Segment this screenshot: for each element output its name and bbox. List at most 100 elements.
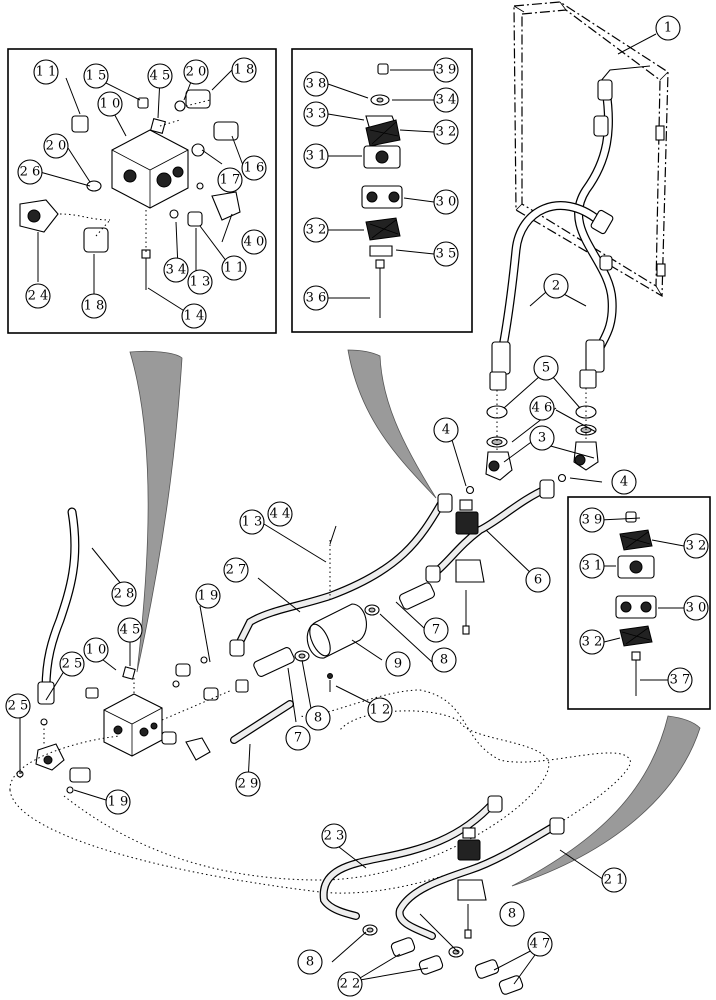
svg-text:3 2: 3 2 [686, 539, 707, 554]
callout-8-c: 8 [499, 901, 525, 927]
svg-text:8: 8 [314, 711, 322, 726]
callout-14: 1 4 [181, 303, 207, 329]
callout-43: 1 3 [239, 509, 265, 535]
svg-text:1 3: 1 3 [190, 275, 211, 290]
callout-37: 3 7 [667, 667, 693, 693]
callout-6: 6 [525, 567, 551, 593]
callout-26: 2 6 [17, 159, 43, 185]
main-tubes [229, 479, 555, 657]
svg-text:2 3: 2 3 [324, 829, 345, 844]
svg-text:3 7: 3 7 [670, 673, 691, 688]
detail-connector-right [511, 715, 701, 887]
callout-32-a: 3 2 [433, 119, 459, 145]
callout-13-detail: 1 3 [187, 269, 213, 295]
callout-5: 5 [533, 355, 559, 381]
callout-33: 3 3 [303, 101, 329, 127]
callout-30-b: 3 0 [683, 595, 709, 621]
callout-4-left: 4 [433, 417, 459, 443]
callout-12: 1 2 [367, 697, 393, 723]
svg-text:4: 4 [442, 423, 450, 438]
svg-text:1 9: 1 9 [198, 589, 219, 604]
callout-16: 1 6 [241, 155, 267, 181]
clamp-detail-box-right [567, 496, 711, 710]
callout-21: 2 1 [601, 867, 627, 893]
svg-text:8: 8 [508, 907, 516, 922]
callout-20-b: 2 0 [43, 133, 69, 159]
callout-31-a: 3 1 [303, 143, 329, 169]
svg-text:8: 8 [306, 955, 314, 970]
hose-28 [37, 507, 80, 705]
callout-29: 2 9 [235, 771, 261, 797]
svg-text:2 5: 2 5 [8, 699, 29, 714]
svg-text:1 0: 1 0 [100, 97, 121, 112]
svg-text:2 6: 2 6 [20, 165, 41, 180]
svg-text:3 4: 3 4 [166, 263, 187, 278]
callout-34-top: 3 4 [433, 87, 459, 113]
svg-text:4 6: 4 6 [532, 401, 553, 416]
valve-block-main [16, 656, 249, 794]
callout-9: 9 [385, 651, 411, 677]
svg-text:6: 6 [534, 573, 542, 588]
svg-text:4 4: 4 4 [270, 507, 291, 522]
svg-text:4 5: 4 5 [120, 623, 141, 638]
svg-text:1 1: 1 1 [36, 65, 57, 80]
svg-text:3 2: 3 2 [306, 223, 327, 238]
callout-35: 3 5 [433, 241, 459, 267]
callout-36: 3 6 [303, 285, 329, 311]
svg-text:3 2: 3 2 [582, 635, 603, 650]
callout-8-b: 8 [305, 705, 331, 731]
svg-text:1 9: 1 9 [108, 795, 129, 810]
callout-45-main: 4 5 [117, 617, 143, 643]
callout-19-b: 1 9 [105, 789, 131, 815]
callout-22: 2 2 [337, 971, 363, 997]
dotted-route-c [63, 710, 550, 881]
svg-text:4 7: 4 7 [530, 937, 551, 952]
lower-tubes [319, 795, 565, 995]
callout-7-b: 7 [285, 725, 311, 751]
callout-34: 3 4 [163, 257, 189, 283]
callout-8-d: 8 [297, 949, 323, 975]
svg-text:3 9: 3 9 [436, 63, 457, 78]
svg-text:1 4: 1 4 [184, 309, 205, 324]
callout-45-detail: 4 5 [147, 63, 173, 89]
clamp-detail-right [615, 511, 657, 696]
callout-20-a: 2 0 [183, 59, 209, 85]
callout-25-a: 2 5 [59, 651, 85, 677]
callout-18-a: 1 8 [231, 57, 257, 83]
callout-32-c: 3 2 [683, 533, 709, 559]
svg-text:3 5: 3 5 [436, 247, 457, 262]
callout-24: 2 4 [25, 283, 51, 309]
svg-text:1 5: 1 5 [86, 69, 107, 84]
svg-text:3 6: 3 6 [306, 291, 327, 306]
filter-assembly [253, 582, 436, 692]
valve-block-detail [19, 89, 241, 290]
callout-38: 3 8 [303, 71, 329, 97]
svg-text:2 7: 2 7 [226, 563, 247, 578]
svg-text:1 3: 1 3 [242, 515, 263, 530]
svg-text:5: 5 [542, 361, 550, 376]
callout-31-b: 3 1 [579, 553, 605, 579]
oil-cooler [513, 1, 669, 298]
callout-32-b: 3 2 [303, 217, 329, 243]
svg-text:3 1: 3 1 [306, 149, 327, 164]
detail-connector-top [347, 349, 437, 499]
svg-text:1 8: 1 8 [234, 63, 255, 78]
svg-text:3 8: 3 8 [306, 77, 327, 92]
callout-1: 1 [655, 15, 681, 41]
svg-text:9: 9 [394, 657, 402, 672]
svg-text:3: 3 [538, 431, 546, 446]
valve-block-detail-box [7, 48, 277, 334]
svg-text:4 0: 4 0 [244, 235, 265, 250]
callout-11-a: 1 1 [33, 59, 59, 85]
callout-44: 4 4 [267, 501, 293, 527]
dotted-leaders [19, 540, 331, 779]
svg-text:3 9: 3 9 [582, 513, 603, 528]
callout-18-b: 1 8 [81, 293, 107, 319]
callout-3: 3 [529, 425, 555, 451]
callout-2: 2 [543, 273, 569, 299]
cooler-hoses [489, 79, 617, 391]
svg-text:1 2: 1 2 [370, 703, 391, 718]
callout-39-a: 3 9 [433, 57, 459, 83]
